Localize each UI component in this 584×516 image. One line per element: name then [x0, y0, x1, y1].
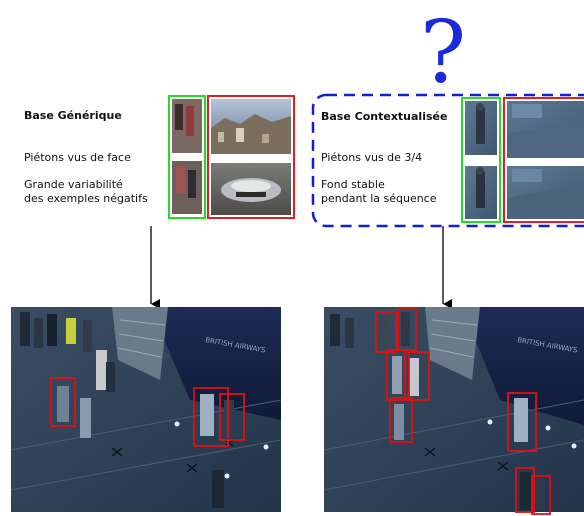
scene-contextual-detector: BRITISH AIRWAYS [323, 307, 584, 512]
generic-negative-examples [207, 95, 295, 219]
contextual-base-line1: Piétons vus de 3/4 [321, 151, 423, 164]
generic-base-title: Base Générique [24, 109, 122, 122]
contextual-positive-examples [461, 97, 501, 223]
detection-box [531, 475, 551, 515]
contextual-negative-examples [503, 97, 584, 223]
contextual-base-line2a: Fond stable [321, 178, 385, 191]
generic-positive-examples [168, 95, 206, 219]
detection-box [50, 377, 76, 427]
detection-box [375, 311, 397, 353]
contextual-base-title: Base Contextualisée [321, 110, 448, 123]
generic-base-line2b: des exemples négatifs [24, 192, 148, 205]
generic-base-line1: Piétons vus de face [24, 151, 131, 164]
detection-box [404, 351, 430, 401]
detection-box [219, 393, 245, 441]
detection-box [507, 392, 537, 452]
detection-box [193, 387, 229, 447]
question-mark: ? [420, 3, 466, 103]
detection-box [515, 467, 535, 513]
contextual-base-frame [311, 93, 584, 228]
detections-contextual [375, 307, 551, 515]
detections-generic [50, 377, 245, 447]
detection-box [389, 397, 413, 443]
scene-generic-detector: BRITISH AIRWAYS [10, 307, 282, 512]
contextual-base-line2b: pendant la séquence [321, 192, 437, 205]
detection-box [386, 349, 410, 401]
generic-base-line2a: Grande variabilité [24, 178, 123, 191]
